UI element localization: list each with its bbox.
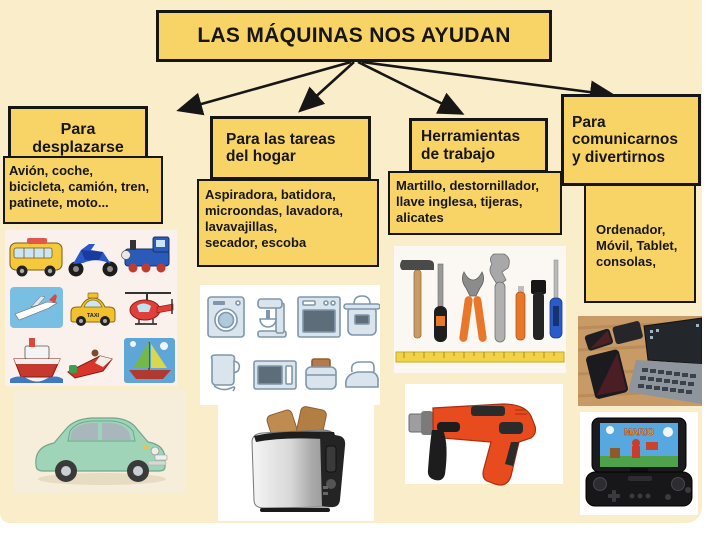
phone-icon: [612, 321, 643, 345]
taxi-icon: TAXI: [70, 292, 116, 326]
game-console-image: MARIO: [580, 412, 698, 515]
helicopter-icon: [125, 292, 174, 325]
screwdriver-icon: [549, 259, 563, 339]
iron-icon: [344, 361, 379, 388]
devices-image: [578, 316, 702, 406]
airplane-icon: [10, 287, 63, 328]
washing-machine-icon: [207, 296, 245, 338]
ship-icon: [10, 338, 63, 383]
classic-car-image: [14, 389, 186, 493]
branch-tools-header: Herramientas de trabajo: [409, 118, 548, 173]
branch-communication-header: Para comunicarnos y divertirnos: [561, 94, 701, 186]
appliances-image: [200, 285, 380, 405]
adjustable-wrench-icon: [489, 253, 510, 343]
branch-communication-items: Ordenador, Móvil, Tablet, consolas,: [584, 184, 696, 303]
title-box: LAS MÁQUINAS NOS AYUDAN: [156, 10, 552, 62]
mixer-icon: [257, 298, 287, 338]
vehicles-clipart-icon: TAXI: [9, 236, 175, 383]
branch-tools-items: Martillo, destornillador, llave inglesa,…: [388, 171, 562, 235]
classic-car-icon: [14, 389, 186, 493]
tablet-icon: [586, 349, 628, 399]
laptop-phones-photo-icon: [578, 316, 702, 406]
pliers-icon: [459, 271, 487, 342]
tools-photo-icon: [394, 246, 566, 373]
flashlight-icon: [531, 280, 546, 340]
train-icon: [121, 236, 170, 273]
laptop-icon: [628, 317, 702, 404]
phone-icon: [584, 328, 614, 351]
toaster-image: [218, 400, 374, 521]
microwave-icon: [253, 360, 297, 390]
appliance-icons: [200, 285, 380, 405]
file-tool-icon: [434, 263, 447, 342]
kettle-icon: [210, 354, 241, 392]
game-console-photo-icon: MARIO: [580, 412, 698, 515]
toaster-icon: [305, 358, 337, 390]
tools-image: [394, 246, 566, 373]
drill-image: [399, 380, 569, 512]
oven-icon: [297, 296, 341, 338]
utility-knife-icon: [515, 286, 526, 341]
branch-household-items: Aspiradora, batidora, microondas, lavado…: [197, 179, 379, 267]
vehicles-image: TAXI: [5, 230, 177, 386]
toaster-photo-icon: [218, 400, 374, 521]
branch-household-header: Para las tareas del hogar: [210, 116, 371, 180]
tape-measure-icon: [395, 351, 565, 363]
page-title: LAS MÁQUINAS NOS AYUDAN: [197, 24, 511, 47]
pressure-cooker-icon: [343, 295, 380, 336]
motorcycle-icon: [68, 244, 118, 277]
speedboat-icon: [67, 349, 113, 379]
sailboat-icon: [124, 338, 175, 383]
game-screen-title: MARIO: [624, 427, 654, 437]
hammer-icon: [400, 260, 434, 339]
taxi-sign-label: TAXI: [87, 313, 100, 319]
bus-icon: [9, 238, 63, 277]
drill-photo-icon: [405, 384, 563, 486]
branch-transport-items: Avión, coche, bicicleta, camión, tren, p…: [3, 156, 163, 224]
